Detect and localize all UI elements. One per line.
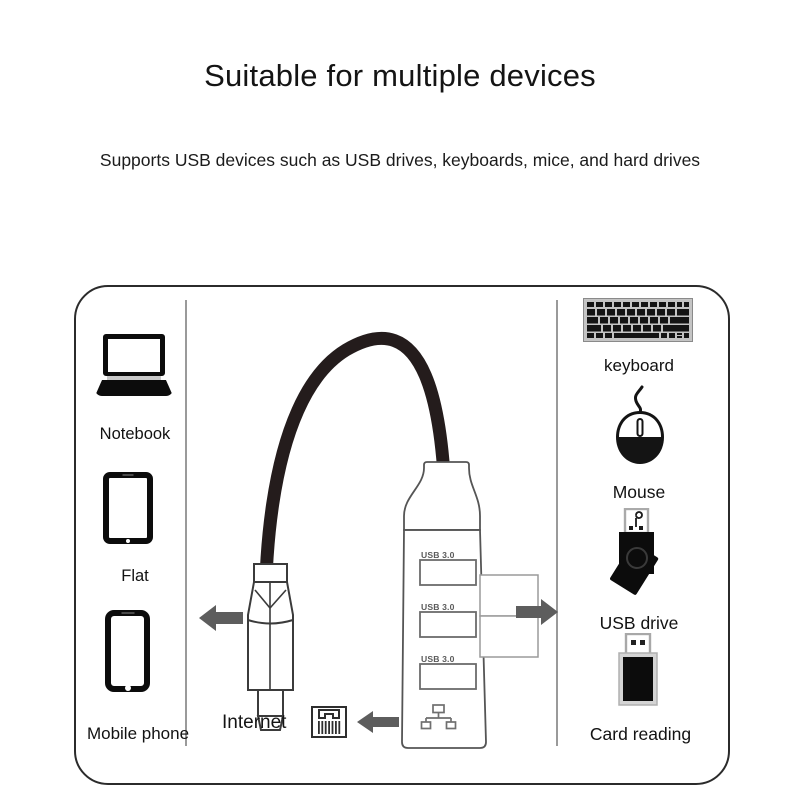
internet-arrow-left-icon [357,709,399,735]
usb-port-label-1: USB 3.0 [421,550,455,560]
usb-flash-drive-icon [606,507,672,598]
tablet-home-button [126,538,130,543]
keyboard-icon [583,298,693,342]
tablet-camera-notch [122,474,134,476]
arrow-right-icon [516,597,558,627]
tablet-icon [103,472,153,544]
smartphone-icon [105,610,150,692]
mouse-icon [608,385,672,467]
right-item-label-mouse: Mouse [612,482,666,502]
usb-hub-device [228,290,558,760]
right-item-label-keyboard: keyboard [604,356,674,375]
divider-right [556,300,558,746]
left-item-label-notebook: Notebook [99,425,171,443]
phone-home-button [124,685,131,691]
page-subtitle: Supports USB devices such as USB drives,… [99,150,701,170]
rj45-ethernet-port-icon [311,706,347,738]
laptop-icon [95,334,173,396]
left-item-label-flat: Flat [121,567,149,585]
usb-port-label-3: USB 3.0 [421,654,455,664]
left-item-label-mobile-phone: Mobile phone [86,724,190,743]
arrow-left-icon [199,603,243,633]
right-item-label-card-reading: Card reading [589,724,692,744]
card-reader-icon [613,632,663,707]
usb-port-label-2: USB 3.0 [421,602,455,612]
laptop-hinge [107,376,161,380]
laptop-screen [103,334,165,376]
laptop-base [95,380,173,396]
divider-left [185,300,187,746]
internet-label: Internet [222,712,287,733]
phone-speaker-notch [121,611,134,614]
page-title: Suitable for multiple devices [204,58,596,93]
right-item-label-usb-drive: USB drive [599,613,679,633]
